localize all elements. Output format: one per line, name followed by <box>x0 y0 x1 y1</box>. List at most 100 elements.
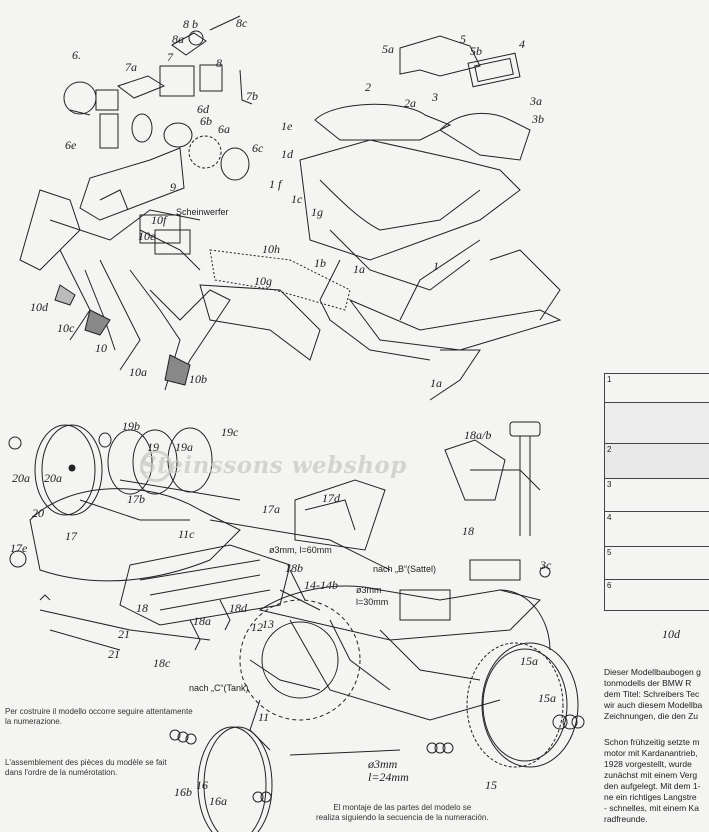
part-label: 7a <box>125 60 137 74</box>
part-label: 1 f <box>269 177 282 191</box>
part-label: 1b <box>314 256 326 270</box>
part-label: 6c <box>252 141 264 155</box>
part-label: 21 <box>108 647 120 661</box>
step-number: 1 <box>607 375 612 384</box>
part-label: 10b <box>189 372 207 386</box>
part-label: 11c <box>178 527 195 541</box>
part-label: nach „C“(Tank) <box>189 683 249 693</box>
step-box-2: 2 <box>604 443 709 479</box>
part-label: 1g <box>311 205 323 219</box>
part-label: 10d <box>30 300 48 314</box>
note-french: L'assemblement des pièces du modèle se f… <box>5 758 167 777</box>
text-line: radfreunde. <box>604 814 648 824</box>
part-label: 10a <box>129 365 147 379</box>
text-line: 1928 vorgestellt, wurde <box>604 759 692 769</box>
part-label: 17 <box>65 529 77 543</box>
part-label: nach „B“(Sattel) <box>373 564 437 574</box>
part-label: 1a <box>430 376 442 390</box>
text-line: motor mit Kardanantrieb, <box>604 748 698 758</box>
part-label: 10c <box>57 321 75 335</box>
part-label: l=30mm <box>356 597 389 607</box>
part-label: 6e <box>65 138 77 152</box>
part-label: 18c <box>153 656 171 670</box>
part-label: 10d <box>662 627 680 641</box>
part-label: 7 <box>167 50 173 64</box>
part-label: 2a <box>404 96 416 110</box>
part-label: 12 <box>251 620 263 634</box>
part-label: 8c <box>236 16 248 30</box>
text-line: tonmodells der BMW R <box>604 678 692 688</box>
part-label: 1a <box>353 262 365 276</box>
text-line: wir auch diesem Modellba <box>604 700 703 710</box>
part-label: 3a <box>530 94 542 108</box>
step-box-5: 5 <box>604 546 709 580</box>
part-label: 1 <box>433 259 439 273</box>
part-label: 19a <box>175 440 193 454</box>
part-label: 10h <box>262 242 280 256</box>
part-label: 10e <box>138 229 156 243</box>
part-label: l=24mm <box>368 770 409 784</box>
part-label: 20 <box>32 506 44 520</box>
part-label: 21 <box>118 627 130 641</box>
part-label: 5a <box>382 42 394 56</box>
part-label: 4 <box>519 37 525 51</box>
watermark-logo-icon <box>140 450 172 482</box>
step-box-4: 4 <box>604 511 709 547</box>
part-label: 19b <box>122 419 140 433</box>
part-label: 10 <box>95 341 107 355</box>
part-label: 7b <box>246 89 258 103</box>
part-label: 2 <box>365 80 371 94</box>
part-label: 6b <box>200 114 212 128</box>
part-label: ø3mm <box>368 757 398 771</box>
part-label: 18 <box>136 601 148 615</box>
text-line: Schon frühzeitig setzte m <box>604 737 700 747</box>
part-label: 6d <box>197 102 209 116</box>
watermark-text: Steinssons webshop <box>140 452 407 479</box>
part-label: 5 <box>460 32 466 46</box>
part-label: ø3mm <box>356 585 382 595</box>
part-label: 10g <box>254 274 272 288</box>
part-label: 17d <box>322 491 340 505</box>
step-box-3: 3 <box>604 478 709 512</box>
text-line: den aufgelegt. Mit dem 1- <box>604 781 701 791</box>
part-label: 13 <box>262 617 274 631</box>
part-label: 1d <box>281 147 293 161</box>
part-label: 8 b <box>183 17 198 31</box>
part-label: 15a <box>538 691 556 705</box>
part-label: 8 <box>216 56 222 70</box>
part-label: 3 <box>432 90 438 104</box>
text-line: Zeichnungen, die den Zu <box>604 711 699 721</box>
part-label: 18b <box>285 561 303 575</box>
part-label: 20a <box>12 471 30 485</box>
note-italian: Per costruire il modello occorre seguire… <box>5 707 193 726</box>
part-label: 17b <box>127 492 145 506</box>
part-label: 18d <box>229 601 247 615</box>
step-box-6: 6 <box>604 579 709 611</box>
part-label: 3c <box>540 558 552 572</box>
part-label: 1e <box>281 119 293 133</box>
text-line: dem Titel: Schreibers Tec <box>604 689 700 699</box>
part-label: Scheinwerfer <box>176 207 229 217</box>
part-label: 18 <box>462 524 474 538</box>
part-label: 3b <box>532 112 544 126</box>
text-line: zunächst mit einem Verg <box>604 770 698 780</box>
step-box-1b <box>604 402 709 444</box>
part-label: 1c <box>291 192 303 206</box>
step-box-1: 1 <box>604 373 709 403</box>
part-label: 10f <box>151 213 167 227</box>
step-number: 4 <box>607 513 612 522</box>
part-label: 15a <box>520 654 538 668</box>
part-label: 16b <box>174 785 192 799</box>
part-label: 15 <box>485 778 497 792</box>
step-number: 5 <box>607 548 612 557</box>
part-label: 6a <box>218 122 230 136</box>
part-label: 17e <box>10 541 28 555</box>
part-label: 18a/b <box>464 428 492 442</box>
text-line: Dieser Modellbaubogen g <box>604 667 701 677</box>
part-label: ø3mm, l=60mm <box>269 545 332 555</box>
part-label: 17a <box>262 502 280 516</box>
step-number: 2 <box>607 445 612 454</box>
part-label: 19 <box>147 440 159 454</box>
text-line: - schnelles, mit einem Ka <box>604 803 699 813</box>
